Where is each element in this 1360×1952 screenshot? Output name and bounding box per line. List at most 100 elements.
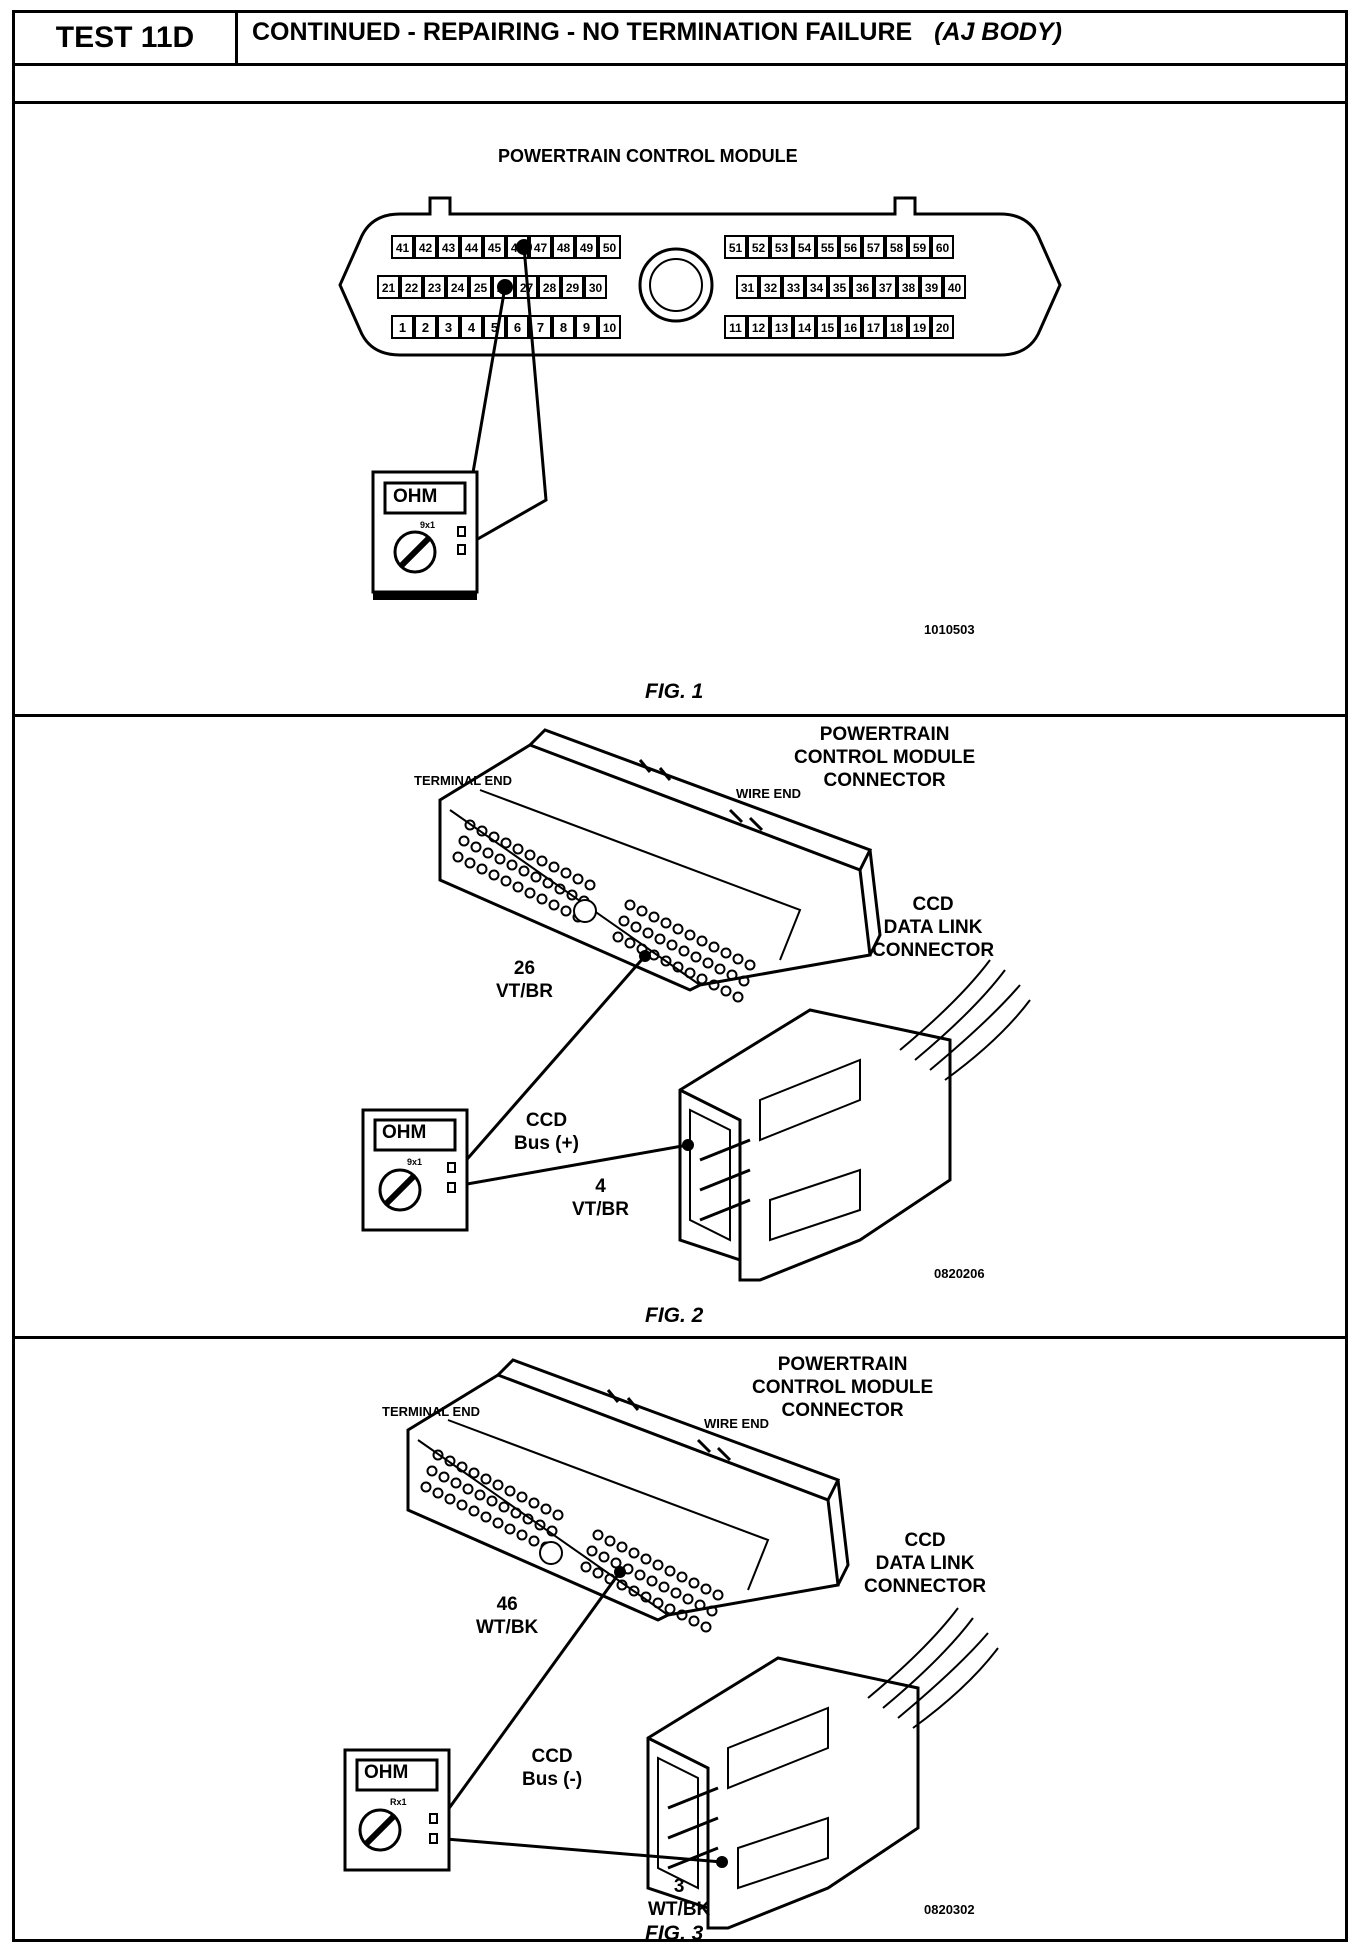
connector-pin-dot: [676, 1609, 688, 1621]
pin-cell-2: [414, 315, 437, 339]
pin-cell-14: [793, 315, 816, 339]
connector-pin-dot: [426, 1465, 438, 1477]
connector-pin-dot: [500, 837, 512, 849]
pin-cell-38: [897, 275, 920, 299]
page-title: CONTINUED - REPAIRING - NO TERMINATION F…: [252, 18, 1062, 47]
pin-label-22: 22: [405, 281, 419, 295]
connector-pin-dot: [536, 893, 548, 905]
fig2-meter-range: 9x1: [407, 1157, 423, 1167]
pin-cell-16: [839, 315, 862, 339]
connector-pin-dot: [700, 1583, 712, 1595]
connector-pin-dot: [672, 961, 684, 973]
pin-label-40: 40: [948, 281, 962, 295]
pin-label-39: 39: [925, 281, 939, 295]
connector-pin-dot: [516, 1529, 528, 1541]
connector-pin-dot: [492, 1517, 504, 1529]
connector-pin-dot: [500, 875, 512, 887]
pin-cell-50: [598, 235, 621, 259]
connector-pin-dot: [636, 905, 648, 917]
connector-pin-dot: [572, 873, 584, 885]
connector-pin-dot: [516, 1491, 528, 1503]
fig3-bus-label: CCD Bus (-): [522, 1746, 583, 1790]
pin-label-55: 55: [821, 241, 835, 255]
fig3-wire-end: WIRE END: [704, 1416, 769, 1431]
connector-pin-dot: [696, 935, 708, 947]
connector-pin-dot: [524, 849, 536, 861]
connector-pin-dot: [476, 825, 488, 837]
connector-pin-dot: [468, 1505, 480, 1517]
connector-pin-dot: [506, 859, 518, 871]
connector-pin-dot: [530, 871, 542, 883]
connector-pin-dot: [616, 1541, 628, 1553]
pin-label-16: 16: [844, 321, 858, 335]
fig2-wire-end: WIRE END: [736, 786, 801, 801]
connector-pin-dot: [474, 1489, 486, 1501]
connector-pin-dot: [548, 861, 560, 873]
connector-pin-dot: [540, 1503, 552, 1515]
pin-cell-3: [437, 315, 460, 339]
pin-label-19: 19: [913, 321, 927, 335]
connector-pin-dot: [654, 933, 666, 945]
pin-cell-40: [943, 275, 966, 299]
pin-cell-13: [770, 315, 793, 339]
pin-cell-49: [575, 235, 598, 259]
pin-label-20: 20: [936, 321, 950, 335]
body-tag: (AJ BODY): [934, 18, 1062, 46]
fig3-caption: FIG. 3: [645, 1922, 704, 1945]
header-divider: [12, 63, 1348, 66]
pin-label-9: 9: [583, 320, 590, 335]
pin-cell-58: [885, 235, 908, 259]
connector-pin-dot: [732, 953, 744, 965]
pcm-connector-outline: [338, 196, 1062, 357]
connector-pin-dot: [420, 1481, 432, 1493]
pin-cell-12: [747, 315, 770, 339]
connector-pin-dot: [480, 1511, 492, 1523]
connector-pin-dot: [486, 1495, 498, 1507]
pin-label-4: 4: [468, 320, 476, 335]
connector-pin-dot: [658, 1581, 670, 1593]
connector-pin-dot: [492, 1479, 504, 1491]
connector-pin-dot: [700, 1621, 712, 1633]
connector-pin-dot: [464, 857, 476, 869]
fig3-meter-display: OHM: [364, 1762, 409, 1783]
fig1-title: POWERTRAIN CONTROL MODULE: [498, 146, 798, 166]
pin-cell-57: [862, 235, 885, 259]
pin-label-1: 1: [399, 320, 406, 335]
connector-pin-dot: [706, 1605, 718, 1617]
pin-label-7: 7: [537, 320, 544, 335]
fig2-center-hole: [573, 899, 597, 923]
connector-pin-dot: [628, 1547, 640, 1559]
connector-pin-dot: [560, 905, 572, 917]
connector-pin-dot: [512, 881, 524, 893]
pin-label-31: 31: [741, 281, 755, 295]
pin-label-41: 41: [396, 241, 410, 255]
connector-pin-dot: [456, 1461, 468, 1473]
pin-cell-30: [584, 275, 607, 299]
pin-cell-18: [885, 315, 908, 339]
connector-pin-dot: [518, 865, 530, 877]
connector-pin-dot: [732, 991, 744, 1003]
pin-label-38: 38: [902, 281, 916, 295]
fig2-caption: FIG. 2: [645, 1304, 704, 1327]
pin-cell-4: [460, 315, 483, 339]
pin-label-44: 44: [465, 241, 479, 255]
pin-cell-23: [423, 275, 446, 299]
connector-pin-dot: [738, 975, 750, 987]
pin-cell-22: [400, 275, 423, 299]
connector-pin-dot: [482, 847, 494, 859]
pin-label-51: 51: [729, 241, 743, 255]
connector-pin-dot: [450, 1477, 462, 1489]
connector-pin-dot: [714, 963, 726, 975]
fig3-terminal-end: TERMINAL END: [382, 1404, 480, 1419]
probe-lead-2: [461, 246, 548, 550]
figure-separator-1: [12, 714, 1348, 717]
pin-cell-31: [736, 275, 759, 299]
pin-label-59: 59: [913, 241, 927, 255]
pin-label-6: 6: [514, 320, 521, 335]
connector-pin-dot: [708, 941, 720, 953]
test-id-box: TEST 11D: [12, 10, 238, 66]
pin-label-45: 45: [488, 241, 502, 255]
pin-cell-51: [724, 235, 747, 259]
connector-pin-dot: [720, 985, 732, 997]
